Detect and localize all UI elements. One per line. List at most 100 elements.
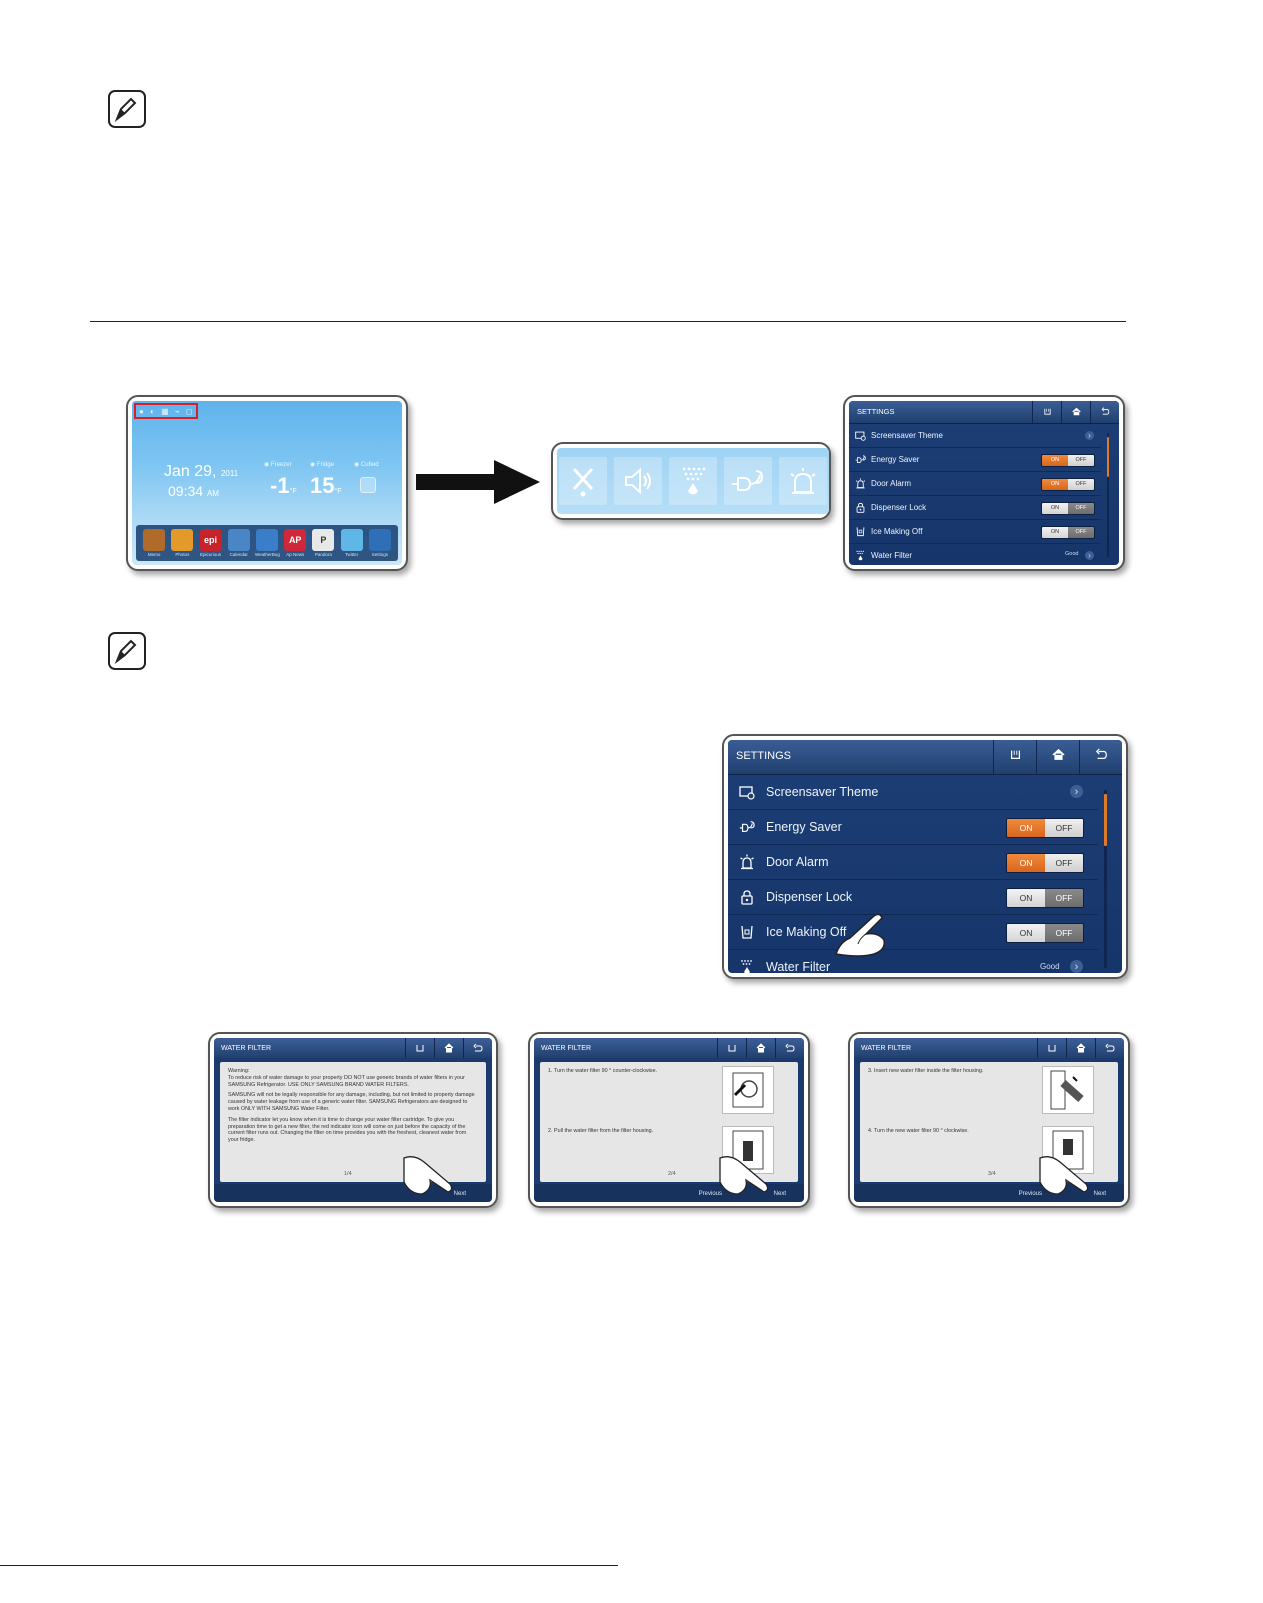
back-icon [1095, 748, 1108, 766]
scrollbar-thumb[interactable] [1107, 437, 1109, 477]
toggle-on[interactable]: ON [1042, 526, 1068, 538]
app-label: Photos [175, 552, 190, 557]
step-4-text: 4. Turn the new water filter 90 ° clockw… [868, 1128, 969, 1134]
page-indicator: 2/4 [668, 1171, 676, 1178]
settings-row-screensaver-theme[interactable]: Screensaver Theme› [849, 423, 1101, 448]
toggle-off[interactable]: OFF [1068, 478, 1094, 490]
next-button[interactable]: Next [1093, 1191, 1106, 1197]
toggle-on[interactable]: ON [1007, 818, 1045, 837]
next-button[interactable]: Next [773, 1191, 786, 1197]
chevron-right-icon[interactable]: › [1070, 960, 1083, 973]
toggle-off[interactable]: OFF [1045, 923, 1083, 942]
app-twitter[interactable]: Twitter [340, 529, 364, 557]
app-icon [143, 529, 166, 551]
filter-status-button[interactable] [717, 1038, 746, 1058]
back-button[interactable] [1090, 401, 1119, 423]
chevron-right-icon[interactable]: › [1085, 430, 1094, 440]
home-button[interactable] [434, 1038, 463, 1058]
next-button[interactable]: Next [453, 1191, 466, 1197]
app-memo[interactable]: Memo [142, 529, 166, 557]
toggle-on[interactable]: ON [1042, 478, 1068, 490]
water-filter-screen-3-frame: WATER FILTER 3. Insert new water filter … [848, 1032, 1130, 1208]
toggle-on[interactable]: ON [1042, 502, 1068, 514]
back-button[interactable] [463, 1038, 492, 1058]
back-button[interactable] [1095, 1038, 1124, 1058]
scrollbar[interactable] [1107, 433, 1109, 557]
home-button[interactable] [1061, 401, 1090, 423]
settings-row-label: Ice Making Off [766, 924, 847, 939]
home-screen-frame: ● ◐ ▦ ⌁ ◻ Jan 29, 2011 09:34 AM ◉ Freeze… [126, 395, 408, 571]
previous-button[interactable]: Previous [698, 1191, 722, 1197]
settings-row-label: Energy Saver [871, 454, 920, 464]
filter-status-button[interactable] [993, 740, 1036, 774]
settings-row-label: Energy Saver [766, 819, 842, 834]
chevron-right-icon[interactable]: › [1070, 785, 1083, 798]
scrollbar-thumb[interactable] [1104, 794, 1107, 846]
toggle-on[interactable]: ON [1007, 888, 1045, 907]
water-filter-title: WATER FILTER [861, 1045, 912, 1052]
app-photos[interactable]: Photos [170, 529, 194, 557]
toggle-on[interactable]: ON [1007, 923, 1045, 942]
settings-row-screensaver-theme[interactable]: Screensaver Theme› [728, 774, 1098, 810]
back-button[interactable] [1079, 740, 1122, 774]
home-button[interactable] [746, 1038, 775, 1058]
toggle-on[interactable]: ON [1007, 853, 1045, 872]
filter-status-button[interactable] [1037, 1038, 1066, 1058]
previous-button[interactable]: Previous [1018, 1191, 1042, 1197]
toggle-off[interactable]: OFF [1045, 818, 1083, 837]
app-settings[interactable]: Settings [368, 529, 392, 557]
app-calendar[interactable]: Calendar [227, 529, 251, 557]
app-label: Ap News [286, 552, 305, 557]
home-button[interactable] [1066, 1038, 1095, 1058]
toggle-off[interactable]: OFF [1068, 454, 1094, 466]
scrollbar[interactable] [1104, 790, 1107, 968]
lock-icon [728, 879, 766, 914]
water-filter-screen-3: WATER FILTER 3. Insert new water filter … [854, 1038, 1124, 1202]
filter-status-icon [1043, 403, 1052, 421]
back-button[interactable] [775, 1038, 804, 1058]
app-icon: P [312, 529, 335, 551]
filter-insert-illustration [1042, 1066, 1094, 1114]
water-filter-icon [728, 949, 766, 973]
status-icons: ● ◐ ▦ ⌁ ◻ [139, 407, 195, 416]
toggle-off[interactable]: OFF [1045, 888, 1083, 907]
home-button[interactable] [1036, 740, 1079, 774]
app-weatherbug[interactable]: WeatherBug [255, 529, 280, 557]
toggle-off[interactable]: OFF [1068, 502, 1094, 514]
water-filter-topbar: WATER FILTER [214, 1038, 492, 1058]
settings-topbar: SETTINGS [728, 740, 1122, 775]
settings-title: SETTINGS [857, 407, 895, 416]
warning-text-2: SAMSUNG will not be legally responsible … [228, 1092, 475, 1112]
chevron-right-icon[interactable]: › [1085, 550, 1094, 560]
toggle-on[interactable]: ON [1042, 454, 1068, 466]
toggle-off[interactable]: OFF [1045, 853, 1083, 872]
freezer-temp: -1°F [270, 473, 297, 498]
filter-status-button[interactable] [405, 1038, 434, 1058]
warning-text-1: To reduce risk of water damage to your p… [228, 1074, 465, 1088]
toggle-off[interactable]: OFF [1068, 526, 1094, 538]
app-icon [227, 529, 250, 551]
filter-status-button[interactable] [1032, 401, 1061, 423]
